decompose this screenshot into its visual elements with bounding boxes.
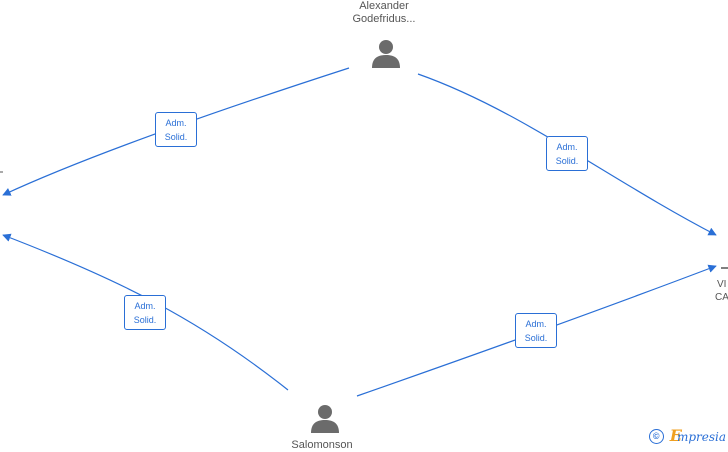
edge-label-role: Adm.: [134, 301, 156, 311]
brand-watermark: © Empresia: [648, 426, 726, 446]
edge-label-role: Adm.: [525, 319, 547, 329]
edge-label-bottom-right[interactable]: Adm. Solid.: [515, 313, 557, 348]
brand-rest: mpresia: [676, 430, 726, 444]
top-person-name-line2: Godefridus...: [352, 13, 416, 25]
brand-first-letter: E: [669, 426, 682, 445]
right-company-label-line2: CA: [715, 292, 728, 303]
edge-label-role-detail: Solid.: [555, 156, 579, 166]
top-person-name[interactable]: Alexander Godefridus...: [334, 0, 434, 26]
top-person-name-line1: Alexander: [359, 0, 409, 12]
edge-label-role: Adm.: [556, 142, 578, 152]
edge-label-top-left[interactable]: Adm. Solid.: [155, 112, 197, 147]
right-company-label-line1: VI: [717, 279, 727, 290]
edge-label-role-detail: Solid.: [524, 333, 548, 343]
right-company-label[interactable]: VI CA: [715, 278, 728, 304]
person-icon[interactable]: [371, 38, 401, 68]
edge-label-top-right[interactable]: Adm. Solid.: [546, 136, 588, 171]
edge-label-role-detail: Solid.: [133, 315, 157, 325]
edge-label-role-detail: Solid.: [164, 132, 188, 142]
edge-label-role: Adm.: [165, 118, 187, 128]
person-icon[interactable]: [310, 403, 340, 433]
bottom-person-name-line1: Salomonson: [291, 439, 353, 451]
brand-logo[interactable]: Empresia: [670, 426, 726, 446]
bottom-person-name[interactable]: Salomonson: [272, 439, 372, 452]
edge-label-bottom-left[interactable]: Adm. Solid.: [124, 295, 166, 330]
copyright-icon: ©: [648, 428, 664, 444]
